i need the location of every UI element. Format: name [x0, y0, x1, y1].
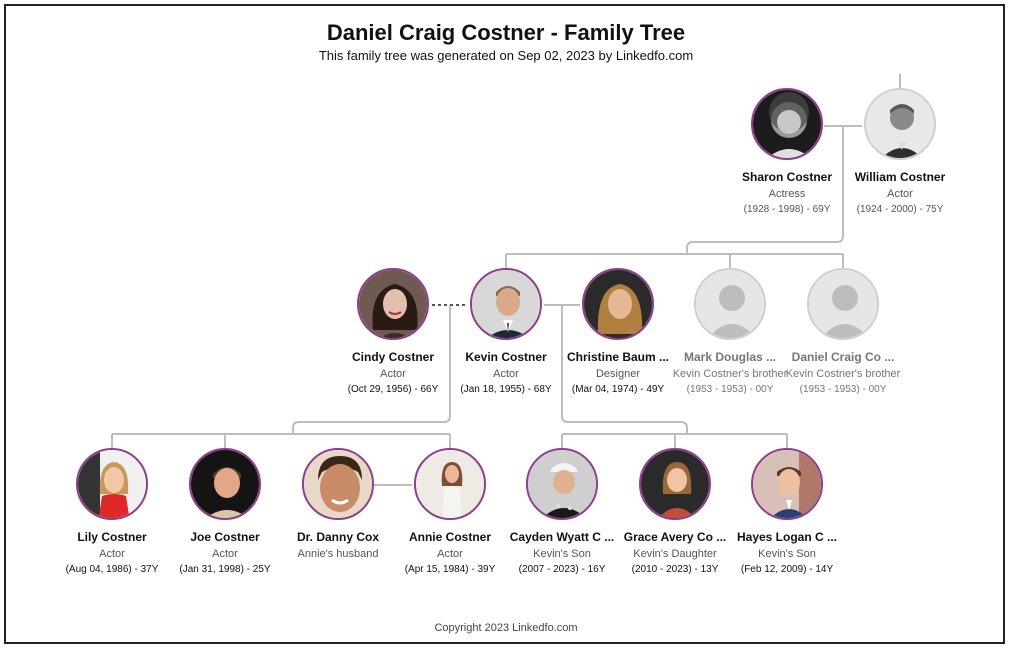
person-dates: (Apr 15, 1984) - 39Y: [404, 564, 496, 575]
person-role: Kevin's Son: [758, 548, 816, 560]
person-role: Actor: [380, 368, 406, 380]
person-name: Lily Costner: [77, 530, 147, 544]
person-dates: (Feb 12, 2009) - 14Y: [740, 564, 834, 575]
avatar: [639, 448, 711, 520]
person-role: Kevin Costner's brother: [785, 368, 901, 380]
person-role: Actor: [887, 188, 913, 200]
avatar: [414, 448, 486, 520]
person-role: Annie's husband: [297, 548, 379, 560]
person-name: Cayden Wyatt C ...: [509, 530, 615, 544]
avatar: [357, 268, 429, 340]
person-dates: (1924 - 2000) - 75Y: [856, 204, 944, 215]
person-name: Annie Costner: [408, 530, 491, 544]
placeholder-person-icon: [694, 268, 766, 340]
person-card-cayden[interactable]: Cayden Wyatt C ... Kevin's Son (2007 - 2…: [502, 448, 622, 575]
avatar: [526, 448, 598, 520]
placeholder-person-icon: [807, 268, 879, 340]
avatar: [751, 448, 823, 520]
person-name: Kevin Costner: [465, 350, 547, 364]
person-card-kevin[interactable]: Kevin Costner Actor (Jan 18, 1955) - 68Y: [446, 268, 566, 395]
person-card-daniel[interactable]: Daniel Craig Co ... Kevin Costner's brot…: [783, 268, 903, 395]
person-name: Grace Avery Co ...: [623, 530, 727, 544]
person-card-lily[interactable]: Lily Costner Actor (Aug 04, 1986) - 37Y: [52, 448, 172, 575]
person-dates: (1928 - 1998) - 69Y: [743, 204, 831, 215]
avatar: [751, 88, 823, 160]
person-role: Actress: [768, 188, 806, 200]
person-role: Actor: [212, 548, 238, 560]
person-role: Actor: [99, 548, 125, 560]
person-name: Dr. Danny Cox: [296, 530, 380, 544]
person-name: Sharon Costner: [741, 170, 832, 184]
avatar: [582, 268, 654, 340]
person-dates: (Aug 04, 1986) - 37Y: [65, 564, 159, 575]
person-role: Kevin's Son: [533, 548, 591, 560]
avatar: [189, 448, 261, 520]
avatar: [302, 448, 374, 520]
person-name: Cindy Costner: [351, 350, 434, 364]
person-card-danny[interactable]: Dr. Danny Cox Annie's husband: [278, 448, 398, 560]
person-dates: (Oct 29, 1956) - 66Y: [347, 384, 439, 395]
person-name: Christine Baum ...: [566, 350, 670, 364]
copyright-text: Copyright 2023 Linkedfo.com: [434, 622, 578, 634]
person-card-cindy[interactable]: Cindy Costner Actor (Oct 29, 1956) - 66Y: [333, 268, 453, 395]
person-card-christine[interactable]: Christine Baum ... Designer (Mar 04, 197…: [558, 268, 678, 395]
person-dates: (Jan 18, 1955) - 68Y: [460, 384, 552, 395]
person-role: Kevin Costner's brother: [672, 368, 788, 380]
person-name: Joe Costner: [190, 530, 260, 544]
person-card-mark[interactable]: Mark Douglas ... Kevin Costner's brother…: [670, 268, 790, 395]
avatar: [470, 268, 542, 340]
avatar: [864, 88, 936, 160]
avatar: [76, 448, 148, 520]
person-name: Daniel Craig Co ...: [791, 350, 895, 364]
person-card-grace[interactable]: Grace Avery Co ... Kevin's Daughter (201…: [615, 448, 735, 575]
person-name: William Costner: [854, 170, 946, 184]
person-name: Hayes Logan C ...: [736, 530, 838, 544]
person-role: Actor: [437, 548, 463, 560]
page-title: Daniel Craig Costner - Family Tree: [326, 20, 686, 45]
person-dates: (1953 - 1953) - 00Y: [799, 384, 887, 395]
person-card-hayes[interactable]: Hayes Logan C ... Kevin's Son (Feb 12, 2…: [727, 448, 847, 575]
person-role: Actor: [493, 368, 519, 380]
person-name: Mark Douglas ...: [683, 350, 777, 364]
person-dates: (Mar 04, 1974) - 49Y: [571, 384, 665, 395]
person-dates: (2010 - 2023) - 13Y: [631, 564, 719, 575]
person-card-annie[interactable]: Annie Costner Actor (Apr 15, 1984) - 39Y: [390, 448, 510, 575]
person-dates: (2007 - 2023) - 16Y: [518, 564, 606, 575]
page-subtitle: This family tree was generated on Sep 02…: [318, 48, 694, 63]
person-card-william[interactable]: William Costner Actor (1924 - 2000) - 75…: [840, 88, 960, 215]
person-role: Designer: [595, 368, 641, 380]
person-dates: (Jan 31, 1998) - 25Y: [179, 564, 271, 575]
person-dates: (1953 - 1953) - 00Y: [686, 384, 774, 395]
person-card-joe[interactable]: Joe Costner Actor (Jan 31, 1998) - 25Y: [165, 448, 285, 575]
person-role: Kevin's Daughter: [633, 548, 717, 560]
person-card-sharon[interactable]: Sharon Costner Actress (1928 - 1998) - 6…: [727, 88, 847, 215]
